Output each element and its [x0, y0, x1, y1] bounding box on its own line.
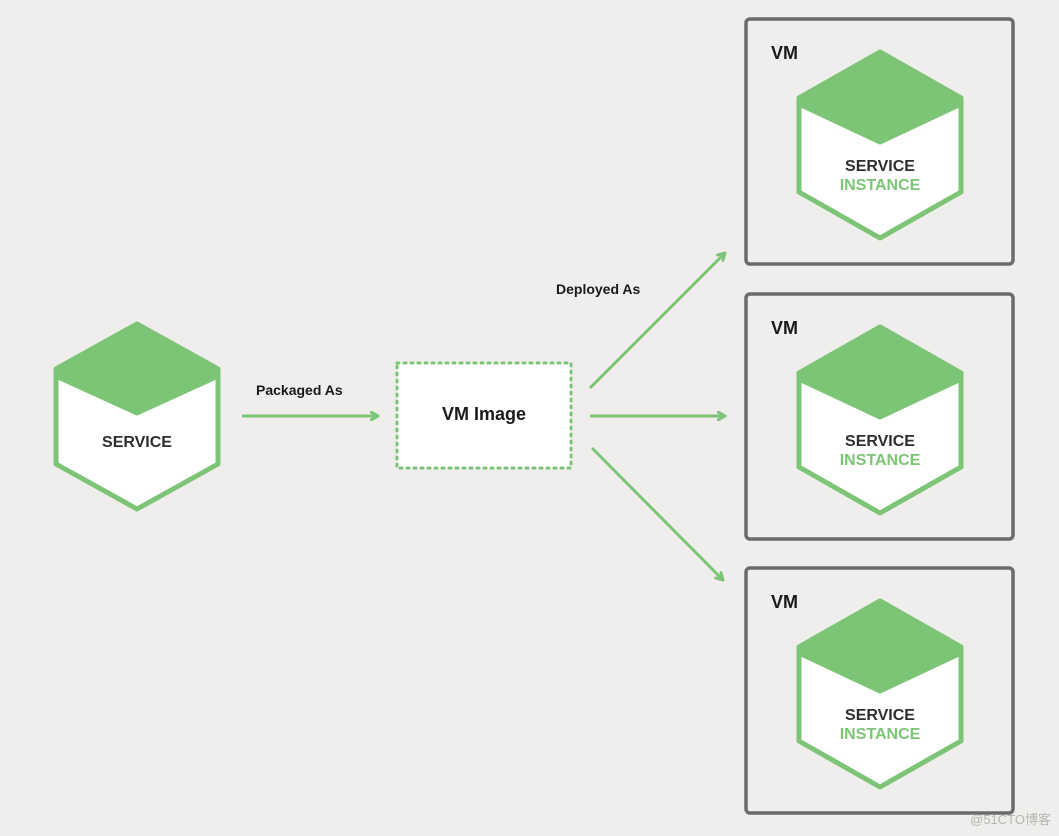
deployed-as-label: Deployed As	[556, 281, 641, 297]
vm-box-1	[744, 17, 1015, 266]
service-instance-line2: INSTANCE	[839, 177, 921, 194]
packaged-as-label: Packaged As	[256, 382, 343, 398]
service-instance-label: SERVICE INSTANCE	[810, 706, 950, 744]
service-instance-icon	[796, 324, 964, 516]
service-instance-label: SERVICE INSTANCE	[810, 157, 950, 195]
vm-image-box	[395, 361, 573, 470]
watermark: @51CTO博客	[970, 812, 1051, 827]
service-hexagon-icon	[53, 321, 221, 512]
vm-image-label: VM Image	[441, 404, 527, 424]
service-instance-line2: INSTANCE	[839, 726, 921, 743]
vm-title: VM	[771, 592, 798, 612]
service-label: SERVICE	[102, 434, 172, 451]
service-instance-label: SERVICE INSTANCE	[810, 432, 950, 470]
service-instance-line2: INSTANCE	[839, 452, 921, 469]
vm-title: VM	[771, 318, 798, 338]
deploy-arrow-top	[588, 253, 725, 390]
service-instance-line1: SERVICE	[845, 433, 915, 450]
vm-box-2	[744, 292, 1015, 541]
vm-title: VM	[771, 43, 798, 63]
vm-box-3	[744, 566, 1015, 815]
service-instance-line1: SERVICE	[845, 158, 915, 175]
service-instance-icon	[796, 49, 964, 241]
service-instance-icon	[796, 598, 964, 790]
service-instance-line1: SERVICE	[845, 707, 915, 724]
deploy-arrow-bottom	[590, 446, 723, 580]
